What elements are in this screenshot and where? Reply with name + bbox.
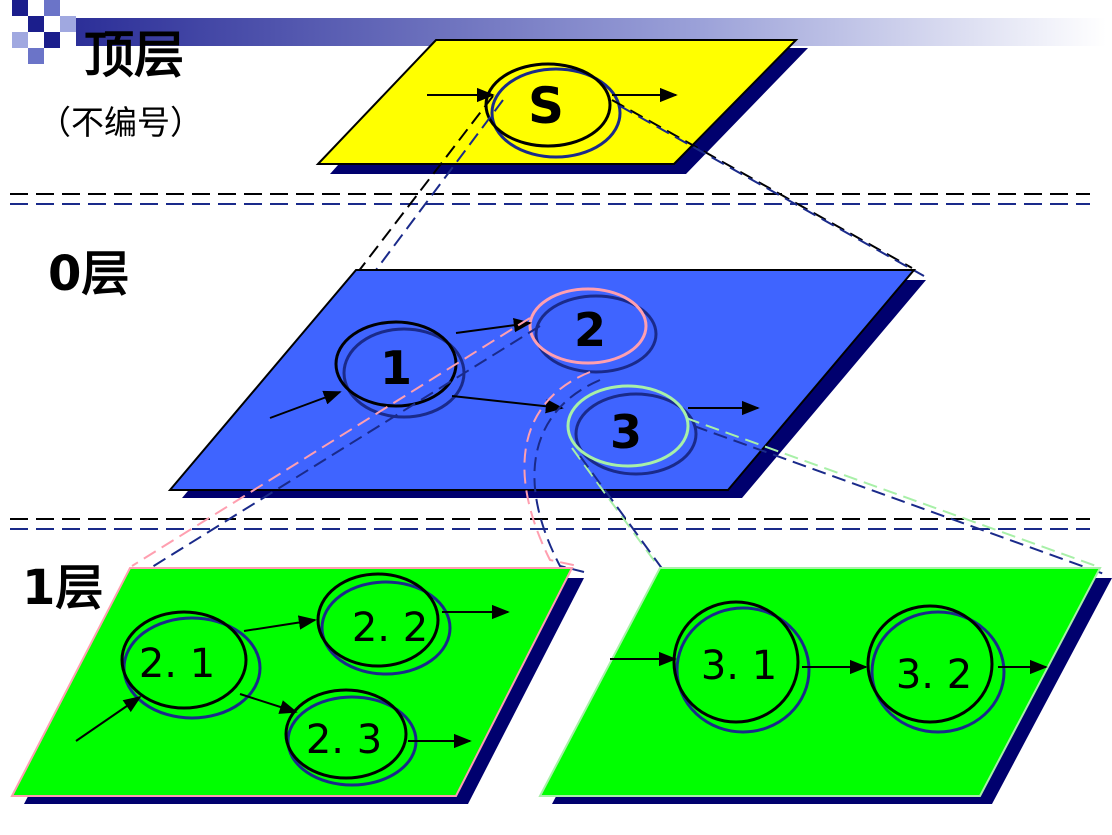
node-label-3-2: 3. 2 [896, 652, 972, 698]
level1-title: 1层 [22, 560, 103, 616]
arrow-2-1-to-2-3 [239, 693, 298, 714]
arrow-1-to-3 [451, 395, 564, 414]
arrow-into-2-1 [75, 695, 142, 742]
level1-node-2-2: 2. 2 [316, 572, 452, 676]
level-separator-bottom [10, 518, 1090, 530]
top-level-title: 顶层 [84, 26, 184, 84]
level1-node-2-1: 2. 1 [120, 610, 262, 720]
level-separator-top [10, 193, 1090, 205]
node-label-2-3: 2. 3 [306, 717, 382, 763]
arrow-into-1 [269, 390, 342, 419]
node-label-2-1: 2. 1 [139, 641, 215, 687]
level1-node-3-1: 3. 1 [672, 600, 811, 734]
node-label-3: 3 [610, 405, 642, 459]
level1-right-plane [538, 567, 1112, 804]
level1-node-3-2: 3. 2 [866, 604, 1006, 734]
level0-node-1: 1 [334, 320, 466, 419]
arrow-2-1-to-2-2 [243, 615, 317, 632]
node-label-s: S [528, 77, 564, 135]
projection-node2-to-left-plane [131, 317, 601, 573]
top-level-note: （不编号） [38, 103, 203, 142]
node-label-2: 2 [574, 303, 606, 357]
level0-title: 0层 [48, 246, 129, 302]
projection-top-to-level0 [357, 95, 925, 279]
level1-left-plane [10, 567, 584, 804]
node-label-2-2: 2. 2 [352, 605, 428, 651]
node-label-3-1: 3. 1 [701, 643, 777, 689]
projection-node3-to-right-plane [571, 417, 1105, 575]
level0-node-3: 3 [566, 384, 698, 476]
node-label-1: 1 [380, 341, 412, 395]
